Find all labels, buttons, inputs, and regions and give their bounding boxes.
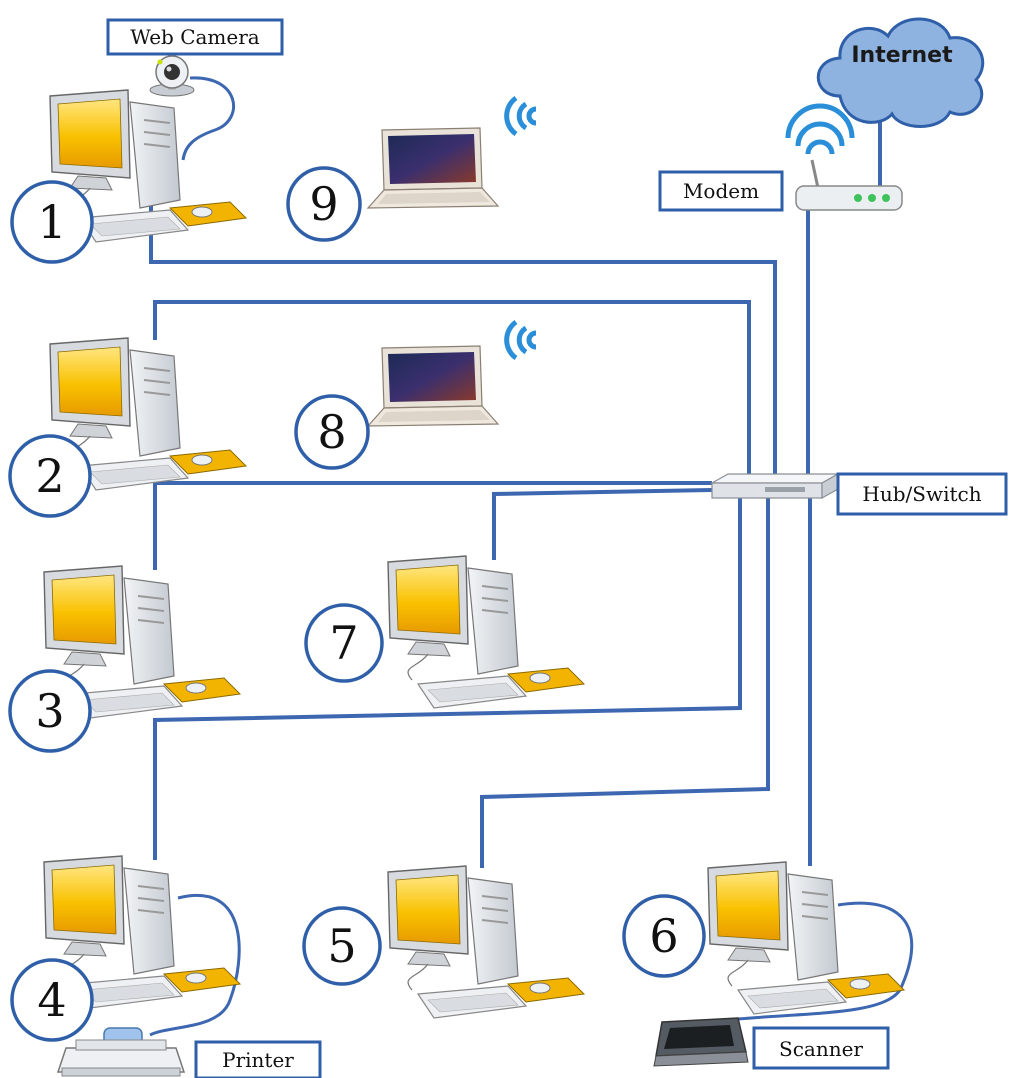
scanner: Scanner xyxy=(653,1017,890,1070)
node-number-9-text: 9 xyxy=(309,177,338,231)
node-number-2-text: 2 xyxy=(35,449,64,503)
printer: Printer xyxy=(56,1027,322,1078)
node-number-2: 2 xyxy=(8,434,92,518)
printer-label-box xyxy=(194,1040,322,1078)
node-number-5-text: 5 xyxy=(327,919,356,973)
scanner-label-box xyxy=(752,1026,890,1070)
webcam: Web Camera xyxy=(106,18,284,97)
laptop-9-icon xyxy=(367,127,499,209)
scanner-label: Scanner xyxy=(779,1037,863,1061)
cable-pc7 xyxy=(492,488,713,560)
cloud-icon xyxy=(816,17,985,128)
computer-7-icon xyxy=(387,555,585,709)
internet-label: Internet xyxy=(851,43,953,68)
node-number-1: 1 xyxy=(10,180,94,264)
node-number-3-text: 3 xyxy=(35,684,64,738)
cable-pc4 xyxy=(153,498,742,860)
laptop-8-wifi-icon xyxy=(507,322,536,358)
modem-label: Modem xyxy=(683,179,759,203)
cable-pc3 xyxy=(153,481,712,570)
cable-printer xyxy=(149,894,241,1037)
laptop-8-icon xyxy=(367,345,499,427)
laptop-9-wifi-icon xyxy=(507,98,536,134)
node-number-6-text: 6 xyxy=(649,909,678,963)
cable-pc5 xyxy=(480,498,770,868)
internet-cloud: Internet xyxy=(816,17,985,128)
node-number-7-text: 7 xyxy=(329,616,358,670)
hub-switch-label: Hub/Switch xyxy=(862,482,981,506)
webcam-label: Web Camera xyxy=(130,25,260,49)
node-number-7: 7 xyxy=(304,603,384,683)
node-number-4-text: 4 xyxy=(37,973,66,1027)
network-cables xyxy=(149,76,914,1037)
network-switch-icon xyxy=(709,472,841,500)
node-number-1-text: 1 xyxy=(37,195,66,249)
cable-pc1 xyxy=(149,200,777,482)
computer-6-icon xyxy=(707,861,905,1015)
node-number-8: 8 xyxy=(294,394,370,470)
router-icon xyxy=(795,185,903,211)
cable-webcam xyxy=(181,76,236,161)
node-number-9: 9 xyxy=(286,166,362,242)
cable-pc2 xyxy=(153,300,751,482)
webcam-icon xyxy=(149,55,195,97)
node-number-8-text: 8 xyxy=(317,405,346,459)
computer-5-icon xyxy=(387,865,585,1019)
router-wifi-icon xyxy=(785,103,855,155)
node-number-4: 4 xyxy=(10,958,94,1042)
printer-label: Printer xyxy=(222,1048,294,1072)
node-number-6: 6 xyxy=(622,894,706,978)
node-number-3: 3 xyxy=(8,669,92,753)
node-number-5: 5 xyxy=(302,906,382,986)
modem-label-box xyxy=(658,170,784,212)
modem: Modem xyxy=(658,103,903,212)
hub-label-box xyxy=(836,472,1008,516)
webcam-label-box xyxy=(106,18,284,56)
hub-switch: Hub/Switch xyxy=(709,472,1008,516)
printer-icon xyxy=(56,1027,186,1077)
scanner-icon xyxy=(653,1017,749,1067)
